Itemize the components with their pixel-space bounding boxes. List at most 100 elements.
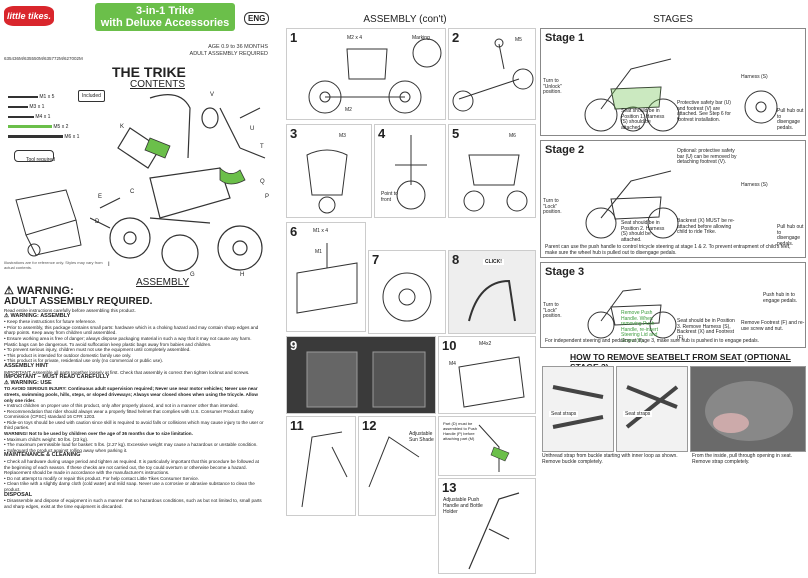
svg-text:T: T (260, 144, 264, 150)
use-bullet: WARNING! Not to be used by children over… (4, 431, 193, 437)
warning-icon: ⚠ (4, 285, 14, 297)
stage-2-trike (585, 170, 679, 239)
step-9-photo (306, 351, 426, 408)
stage-2-note: Parent can use the push handle to contro… (545, 244, 791, 256)
stage-2-turn: Turn to "Lock" position. (543, 198, 562, 215)
seatbelt-photo-2: Seat straps (616, 366, 688, 452)
step-13-panel: 13 Adjustable Push Handle and Bottle Hol… (438, 478, 536, 574)
use-bullet: • Safeguard the product against rolling … (4, 447, 128, 453)
use-bullet: • Ride-on toys should be used with cauti… (4, 419, 264, 431)
label-m1x4: M1 x 4 (313, 228, 329, 234)
seat-straps-label-1: Seat straps (549, 411, 579, 417)
svg-text:K: K (120, 124, 124, 130)
step-4-panel: 4 Point to front (374, 124, 446, 218)
retain-notice: IMPORTANT – MUST READ CAREFULLY (4, 374, 110, 381)
step-7-panel: 7 (368, 250, 446, 334)
svg-text:E: E (98, 194, 102, 200)
label-m4x2: M4x2 (479, 341, 492, 347)
label-m4: M4 (449, 361, 456, 367)
svg-text:Q: Q (260, 179, 265, 185)
step-number: 12 (362, 418, 377, 433)
svg-text:G: G (190, 272, 195, 276)
warn-assembly-head: ⚠ WARNING: ASSEMBLY (4, 312, 71, 319)
stage-1-pull: Pull hub out to disengage pedals. (777, 108, 804, 131)
stage-3-remove: Remove Footrest (F) and re-use screw and… (741, 320, 805, 332)
stage-3-push-handle: Remove Push Handle. When removing Push H… (621, 310, 658, 344)
warning-bullet: • Prior to assembly, this package contai… (4, 324, 259, 336)
step-1-panel: 1 M2 x 4 Marking M2 (286, 28, 446, 120)
stage-3-label: Stage 3 (545, 266, 585, 278)
stages-title: STAGES (653, 14, 693, 25)
stage-3-push: Push hub in to engage pedals. (763, 292, 798, 304)
stage-2-pull: Pull hub out to disengage pedals. (777, 224, 804, 247)
use-bullet: • The maximum permissible load for baske… (4, 442, 258, 448)
svg-text:V: V (210, 92, 214, 98)
label-part-d: Part (D) must be assembled to Push Handl… (443, 421, 478, 441)
stage-3-trike (587, 288, 677, 339)
svg-text:D: D (95, 219, 100, 225)
step-number: 3 (290, 126, 298, 141)
disposal-title: DISPOSAL (4, 491, 33, 498)
step-number: 4 (378, 126, 386, 141)
stage-3-note: For independent steering and pedaling at… (545, 338, 760, 344)
warning-subtitle: ADULT ASSEMBLY REQUIRED. (4, 296, 153, 307)
stage-1-seat: Seat should be in Position 1. Harness (S… (621, 108, 665, 131)
hint-title: ASSEMBLY HINT (4, 362, 49, 369)
seatbelt-photo-1: Seat straps (542, 366, 614, 452)
maintenance-title: MAINTENANCE & CLEANING (4, 452, 81, 459)
label-m6: M6 (509, 133, 516, 139)
maintenance-bullet: • Do not attempt to modify or repair thi… (4, 475, 200, 481)
step-13-illustration (468, 492, 520, 570)
stage-2-harness: Harness (S) (741, 182, 768, 188)
stage-3-seat: Seat should be in Position 3. Remove Har… (677, 318, 735, 341)
label-click: CLICK! (483, 259, 504, 265)
stage-1-trike (584, 58, 680, 132)
age-info: AGE 0.9 to 36 MONTHS ADULT ASSEMBLY REQU… (120, 44, 268, 58)
warn-use-head: ⚠ WARNING: USE (4, 379, 52, 386)
label-m2: M2 (345, 107, 352, 113)
step-7-illustration (382, 272, 432, 322)
label-m5: M5 (515, 37, 522, 43)
step-12-illustration (368, 436, 420, 488)
disposal-text: • Disassemble and dispose of equipment i… (4, 498, 262, 509)
step-8-panel: 8 CLICK! (448, 250, 536, 334)
step-6-illustration (296, 243, 358, 314)
use-bullet: • Maximum child's weight: 50 lbs. (23 kg… (4, 436, 89, 442)
product-title-line1: 3-in-1 Trike (135, 5, 195, 17)
warning-bullet: • Keep these instructions for future ref… (4, 319, 97, 325)
stage-2-backrest: Backrest (X) MUST be re-attached before … (677, 218, 735, 235)
stage-1-harness: Harness (S) (741, 74, 768, 80)
step-number: 7 (372, 252, 380, 267)
svg-text:C: C (130, 189, 135, 195)
warning-bullet: • This product is intended for outdoor d… (4, 352, 132, 358)
step-number: 2 (452, 30, 460, 45)
hardware-list: M1 x 5 M3 x 1 M4 x 1 M5 x 2 M6 x 1 (8, 92, 88, 142)
strap-photo-2 (625, 385, 679, 429)
column-contents: little tikes. 3-in-1 Trike with Deluxe A… (0, 0, 270, 578)
use-bullet: • Recommendation that rider should alway… (4, 408, 254, 420)
product-title-line2: with Deluxe Accessories (100, 17, 230, 29)
assembly-cont-title: ASSEMBLY (con't) (363, 14, 447, 25)
step-1-illustration (308, 38, 442, 114)
svg-text:H: H (240, 272, 244, 276)
step-4-illustration (395, 135, 427, 210)
handle-illustration (478, 424, 510, 472)
warning-intro: Read entire instructions carefully befor… (4, 308, 136, 313)
column-assembly: ASSEMBLY (con't) 1 M2 x 4 Marking M2 2 (272, 0, 538, 578)
label-m3: M3 (339, 133, 346, 139)
step-10b-panel: Part (D) must be assembled to Push Handl… (438, 416, 536, 476)
svg-text:P: P (265, 194, 269, 200)
illustration-note: Illustrations are for reference only. St… (4, 260, 103, 270)
hardware-item: M1 x 5 (8, 92, 88, 102)
step-number: 1 (290, 30, 298, 45)
step-3-panel: 3 M3 (286, 124, 372, 218)
warning-bullet: • This product is for private, residenti… (4, 358, 164, 364)
step-number: 5 (452, 126, 460, 141)
stage-3-box: Stage 3 Turn to "Lock" position. Remove … (540, 262, 806, 348)
step-11-illustration (301, 431, 348, 508)
hub-icon (744, 90, 778, 124)
label-adjustable-shade: Adjustable Sun Shade (409, 431, 434, 443)
step-number: 10 (442, 338, 457, 353)
warning-bullet: • Ensure working area is free of danger;… (4, 335, 252, 347)
step-8-illustration (468, 279, 516, 322)
